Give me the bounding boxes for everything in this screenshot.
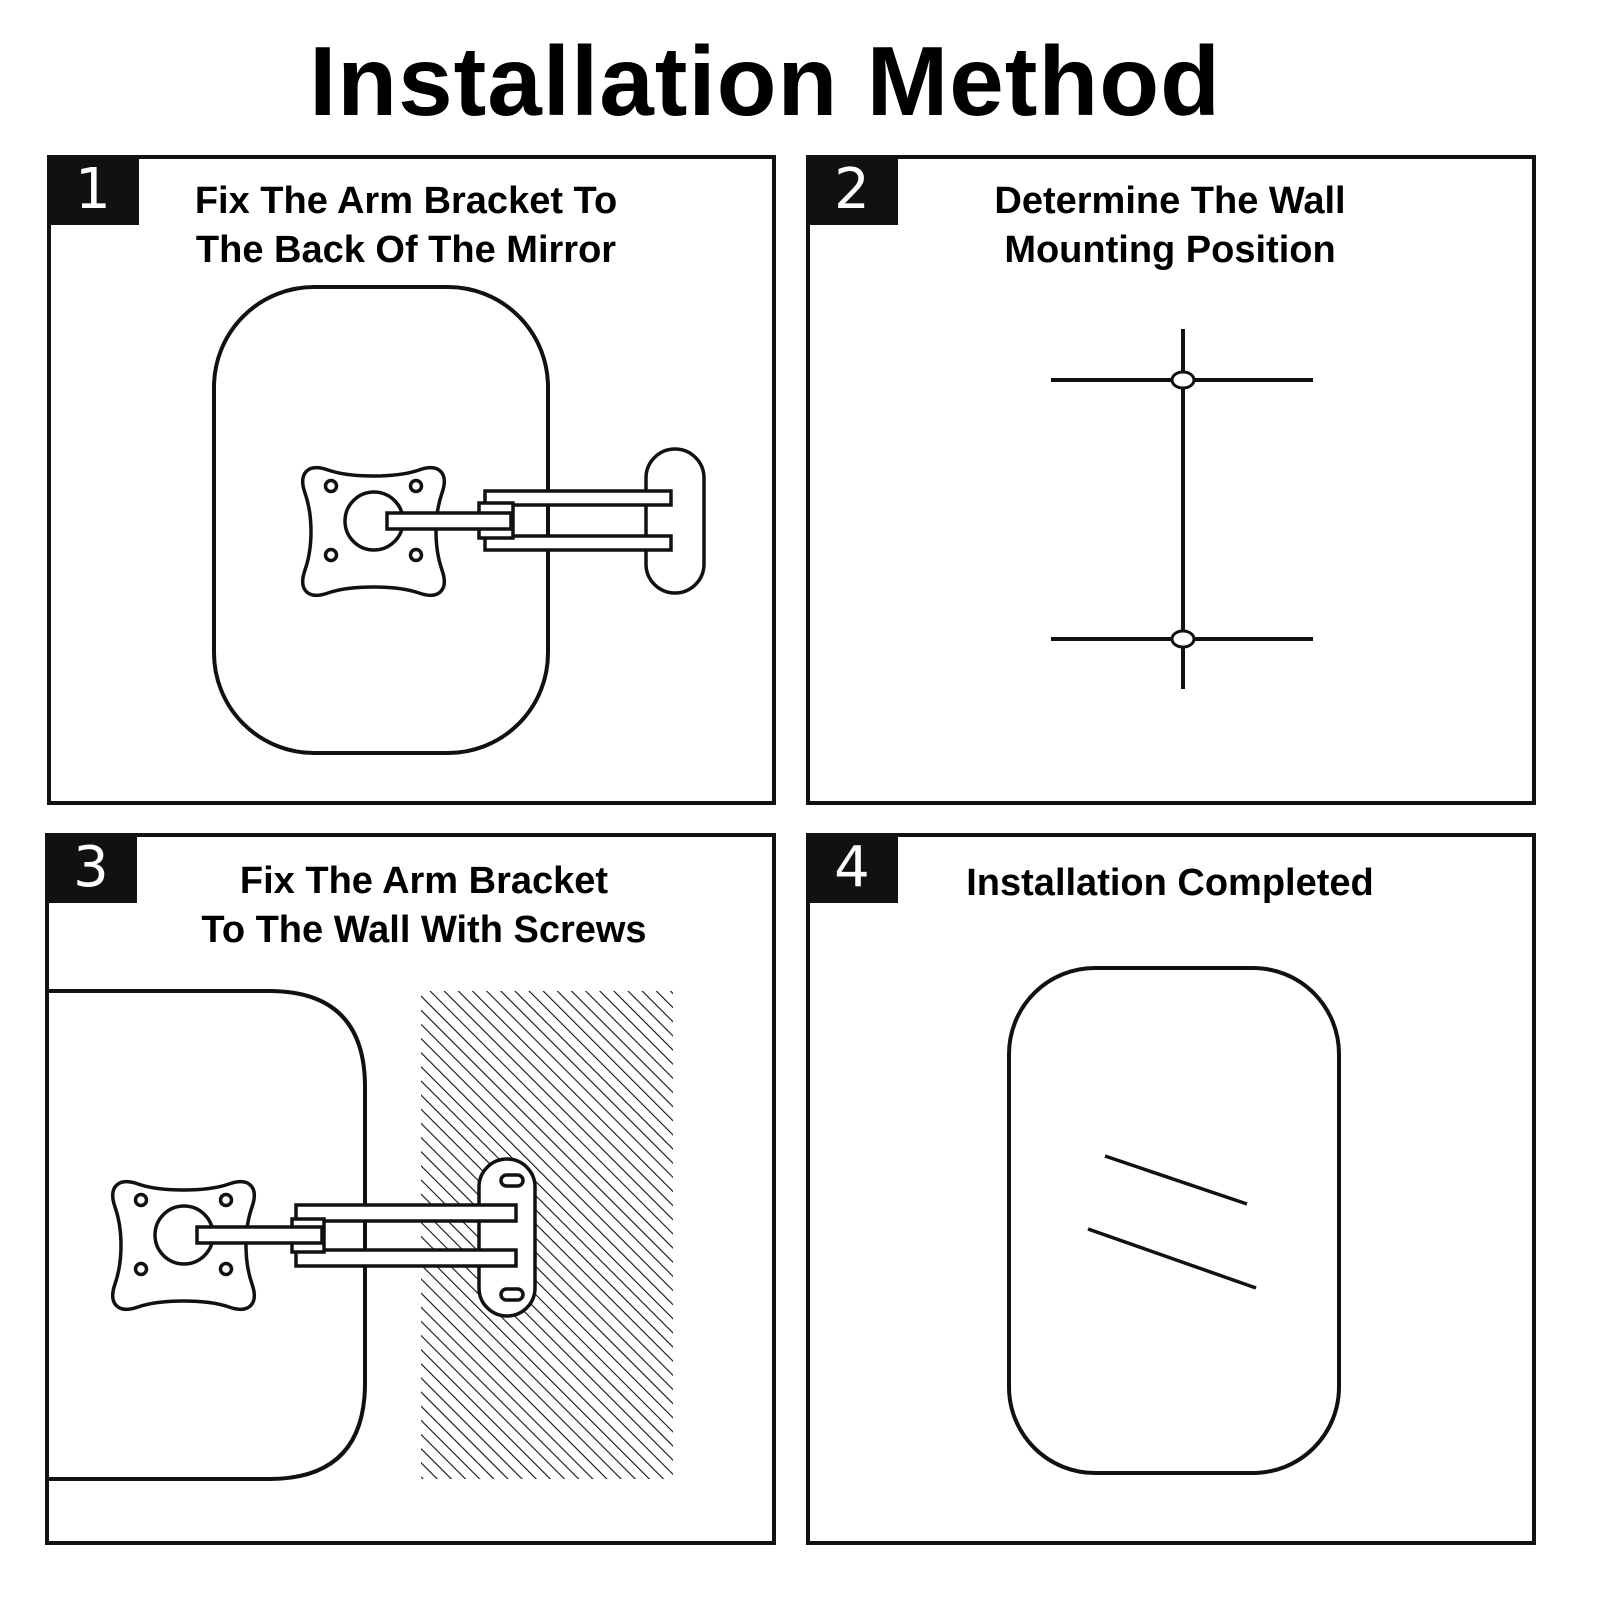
arm-bracket-icon: [301, 447, 706, 597]
step-3-illustration: [49, 989, 673, 1481]
mirror-front-icon: [1007, 966, 1341, 1475]
step-caption: Determine The Wall Mounting Position: [930, 177, 1410, 275]
step-number-badge: 2: [806, 155, 898, 225]
hatched-wall-icon: [421, 991, 673, 1479]
step-caption: Fix The Arm Bracket To The Back Of The M…: [151, 177, 661, 275]
step-caption-line: Mounting Position: [1004, 229, 1336, 271]
step-number-badge: 1: [47, 155, 139, 225]
step-caption: Installation Completed: [920, 859, 1420, 908]
step-caption-line: Fix The Arm Bracket To: [194, 180, 618, 222]
step-panel-3: 3 Fix The Arm Bracket To The Wall With S…: [45, 833, 776, 1545]
page-title: Installation Method: [309, 26, 1221, 136]
step-caption-line: Determine The Wall: [994, 180, 1346, 222]
step-caption-line: Installation Completed: [966, 862, 1374, 904]
arm-bracket-icon: [111, 1157, 537, 1318]
wall-mark-icon: [1051, 329, 1313, 689]
step-number-badge: 4: [806, 833, 898, 903]
step-number-badge: 3: [45, 833, 137, 903]
step-panel-4: 4 Installation Completed: [806, 833, 1536, 1545]
step-panel-1: 1 Fix The Arm Bracket To The Back Of The…: [47, 155, 776, 805]
step-caption-line: Fix The Arm Bracket: [239, 860, 609, 902]
step-caption: Fix The Arm Bracket To The Wall With Scr…: [159, 857, 689, 955]
step-caption-line: The Back Of The Mirror: [195, 229, 617, 271]
mirror-back-icon: [212, 285, 706, 755]
step-caption-line: To The Wall With Screws: [201, 909, 647, 951]
step-panel-2: 2 Determine The Wall Mounting Position: [806, 155, 1536, 805]
